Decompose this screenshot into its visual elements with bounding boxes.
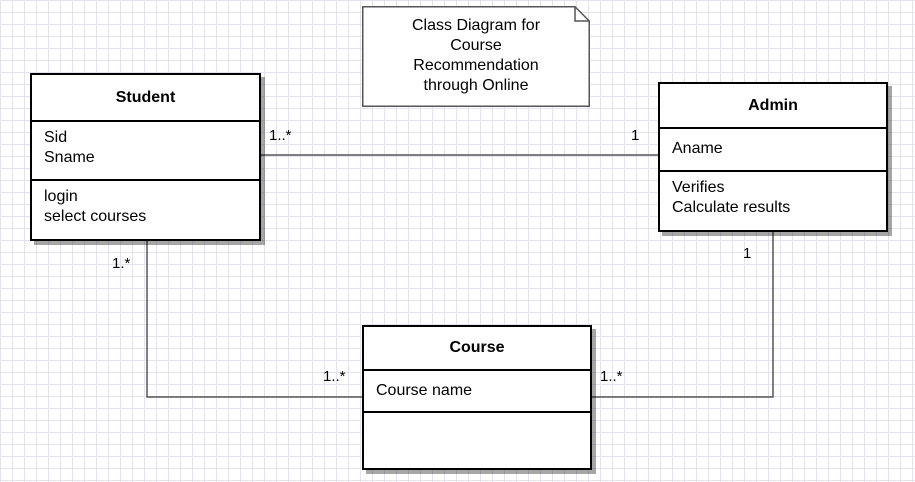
association-admin-course: [592, 232, 774, 398]
operation: login: [44, 188, 78, 205]
operations-section: Verifies Calculate results: [660, 172, 886, 224]
multiplicity-course-from-student: 1..*: [323, 368, 346, 385]
operations-section: [364, 413, 590, 425]
note-text: Class Diagram for Course Recommendation …: [362, 16, 590, 96]
multiplicity-course-from-admin: 1..*: [600, 368, 623, 385]
class-name: Course: [364, 327, 590, 371]
class-course[interactable]: Course Course name: [362, 325, 592, 470]
attribute: Sname: [44, 149, 95, 166]
note-line: Recommendation: [413, 57, 539, 74]
multiplicity-student-to-admin: 1..*: [269, 127, 292, 144]
multiplicity-admin-to-course: 1: [743, 245, 752, 262]
attributes-section: Course name: [364, 371, 590, 413]
attributes-section: Sid Sname: [32, 122, 259, 181]
class-student[interactable]: Student Sid Sname login select courses: [30, 73, 261, 241]
class-admin[interactable]: Admin Aname Verifies Calculate results: [658, 82, 888, 232]
operation: select courses: [44, 208, 147, 225]
multiplicity-student-to-course: 1.*: [112, 255, 131, 272]
note-line: Course: [450, 37, 502, 54]
note-line: through Online: [423, 77, 529, 94]
attributes-section: Aname: [660, 129, 886, 172]
association-student-course: [146, 241, 362, 398]
attribute: Aname: [672, 140, 723, 157]
class-name: Student: [32, 75, 259, 122]
note-shape: [362, 6, 590, 107]
diagram-title-note[interactable]: Class Diagram for Course Recommendation …: [362, 6, 590, 107]
operation: Verifies: [672, 179, 725, 196]
class-name: Admin: [660, 84, 886, 129]
operation: Calculate results: [672, 199, 791, 216]
multiplicity-admin-to-student: 1: [631, 127, 640, 144]
attribute: Course name: [376, 382, 473, 399]
note-line: Class Diagram for: [411, 17, 541, 34]
attribute: Sid: [44, 129, 68, 146]
operations-section: login select courses: [32, 181, 259, 233]
